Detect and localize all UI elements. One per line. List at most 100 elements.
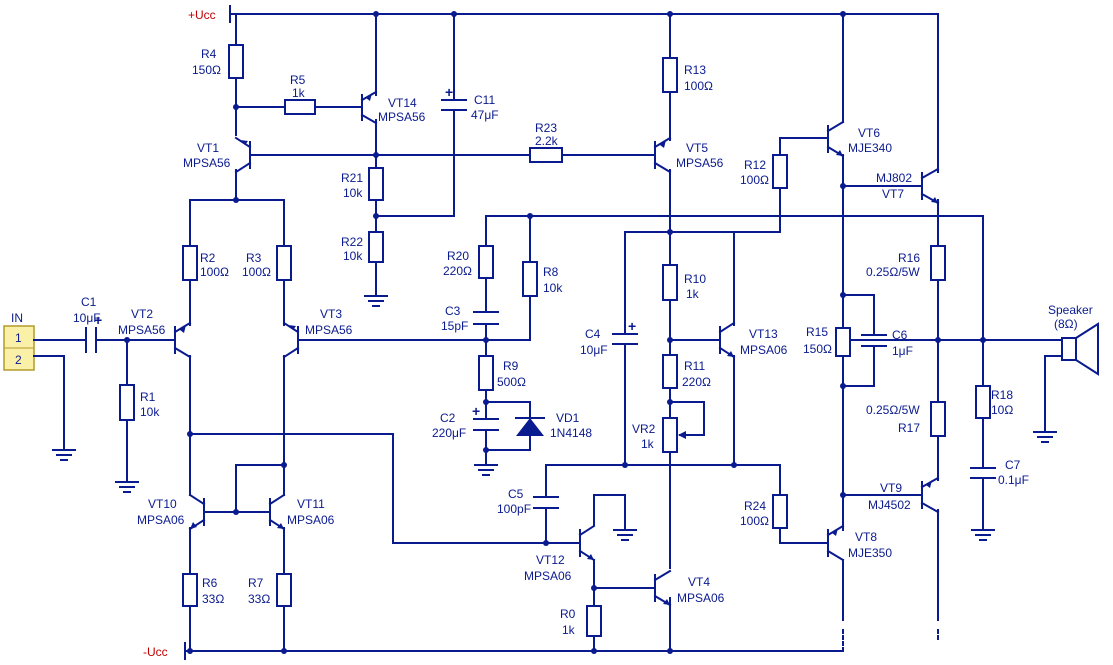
capacitor-c6 xyxy=(861,334,887,347)
resistor-r12 xyxy=(772,154,788,189)
label-value: 10k xyxy=(343,249,363,263)
transistor-vt13 xyxy=(718,321,736,359)
positive-rail-label: +Ucc xyxy=(188,8,216,22)
svg-text:+: + xyxy=(628,318,636,334)
label-value: 47μF xyxy=(471,108,499,122)
junction-dots xyxy=(124,11,986,654)
label-value: 150Ω xyxy=(803,342,832,356)
label-ref: VT3 xyxy=(320,307,342,321)
resistors xyxy=(119,44,991,637)
resistor-r16 xyxy=(930,245,946,281)
label-ref: R11 xyxy=(684,359,705,373)
label-value: 33Ω xyxy=(202,592,224,606)
label-model: MPSA56 xyxy=(118,323,166,337)
label-ref: R9 xyxy=(503,359,519,373)
label-ref: VR2 xyxy=(632,422,656,436)
label-value: 15pF xyxy=(441,319,468,333)
ground-symbols xyxy=(52,295,1057,541)
resistor-r24 xyxy=(772,494,788,529)
label-value: 500Ω xyxy=(497,375,526,389)
resistor-r0 xyxy=(586,605,602,637)
label-ref: C2 xyxy=(440,411,456,425)
label-model: MPSA06 xyxy=(524,569,572,583)
label-ref: VT2 xyxy=(131,307,153,321)
label-ref: VT10 xyxy=(148,497,177,511)
speaker-icon: Speaker (8Ω) xyxy=(1048,303,1099,376)
capacitor-c1: + xyxy=(85,312,102,353)
label-ref: VD1 xyxy=(556,411,580,425)
label-value: 1k xyxy=(292,86,306,100)
label-ref: C4 xyxy=(585,327,601,341)
label-value: 1μF xyxy=(892,344,913,358)
resistor-r8 xyxy=(522,261,538,297)
label-value: 0.25Ω/5W xyxy=(866,265,920,279)
resistor-r13 xyxy=(662,57,678,93)
input-title: IN xyxy=(11,311,23,325)
resistor-r21 xyxy=(368,167,384,201)
label-value: 220Ω xyxy=(682,375,711,389)
capacitor-c11: + xyxy=(441,84,467,111)
capacitors: + + + + xyxy=(85,84,996,509)
label-ref: VT13 xyxy=(749,327,778,341)
label-ref: R13 xyxy=(684,63,706,77)
transistor-vt10 xyxy=(188,493,206,531)
transistor-vt5 xyxy=(653,136,672,174)
label-ref: R5 xyxy=(290,73,306,87)
label-value: 220μF xyxy=(432,426,466,440)
label-ref: R4 xyxy=(201,47,217,61)
resistor-r5 xyxy=(284,99,316,115)
resistor-r18 xyxy=(975,385,991,419)
positive-rail: +Ucc xyxy=(188,5,939,23)
input-pin-2: 2 xyxy=(15,353,22,367)
label-ref: R20 xyxy=(447,249,469,263)
resistor-r1 xyxy=(119,384,135,421)
label-ref: R2 xyxy=(200,251,216,265)
transistor-vt12 xyxy=(578,524,596,562)
ground-icon xyxy=(474,464,498,476)
transistor-vt3 xyxy=(282,321,300,359)
label-ref: R6 xyxy=(202,576,218,590)
label-value: 10Ω xyxy=(991,403,1013,417)
label-ref: C5 xyxy=(508,487,524,501)
ground-icon xyxy=(115,481,139,493)
label-value: 33Ω xyxy=(248,592,270,606)
label-model: MPSA56 xyxy=(676,156,724,170)
transistor-vt8 xyxy=(826,524,845,562)
resistor-r9 xyxy=(478,355,494,391)
label-ref: C1 xyxy=(81,295,97,309)
label-ref: R1 xyxy=(140,390,156,404)
transistor-vt7 xyxy=(920,167,940,205)
label-value: 100Ω xyxy=(684,79,713,93)
label-model: 1N4148 xyxy=(550,426,592,440)
label-ref: VT6 xyxy=(858,126,880,140)
ground-icon xyxy=(364,295,388,307)
label-model: MJE350 xyxy=(848,546,892,560)
resistor-r7 xyxy=(276,573,292,607)
label-value: 1k xyxy=(641,437,655,451)
transistor-vt11 xyxy=(268,493,286,531)
input-pin-1: 1 xyxy=(15,331,22,345)
resistor-r3 xyxy=(276,245,292,281)
label-ref: R16 xyxy=(898,251,920,265)
transistor-vt2 xyxy=(173,321,192,359)
label-ref: R3 xyxy=(246,251,262,265)
label-value: 0.25Ω/5W xyxy=(866,403,920,417)
label-ref: R10 xyxy=(684,272,706,286)
label-value: 10k xyxy=(543,281,563,295)
label-model: MPSA06 xyxy=(740,343,788,357)
negative-rail-label: -Ucc xyxy=(143,645,168,659)
label-ref: VT1 xyxy=(197,141,219,155)
ground-icon xyxy=(971,529,995,541)
component-labels: R4 150Ω R5 1k R13 100Ω R23 2.2k R12 100Ω… xyxy=(73,47,1029,637)
label-model: MJ802 xyxy=(876,171,912,185)
resistor-r11 xyxy=(662,354,678,389)
resistor-r22 xyxy=(368,231,384,263)
capacitor-c2: + xyxy=(472,403,499,431)
label-value: 1k xyxy=(562,623,576,637)
resistor-r4 xyxy=(228,44,244,79)
label-value: 150Ω xyxy=(192,63,221,77)
label-ref: R8 xyxy=(543,265,559,279)
label-ref: C7 xyxy=(1005,458,1021,472)
input-connector: IN 1 2 xyxy=(3,311,86,449)
